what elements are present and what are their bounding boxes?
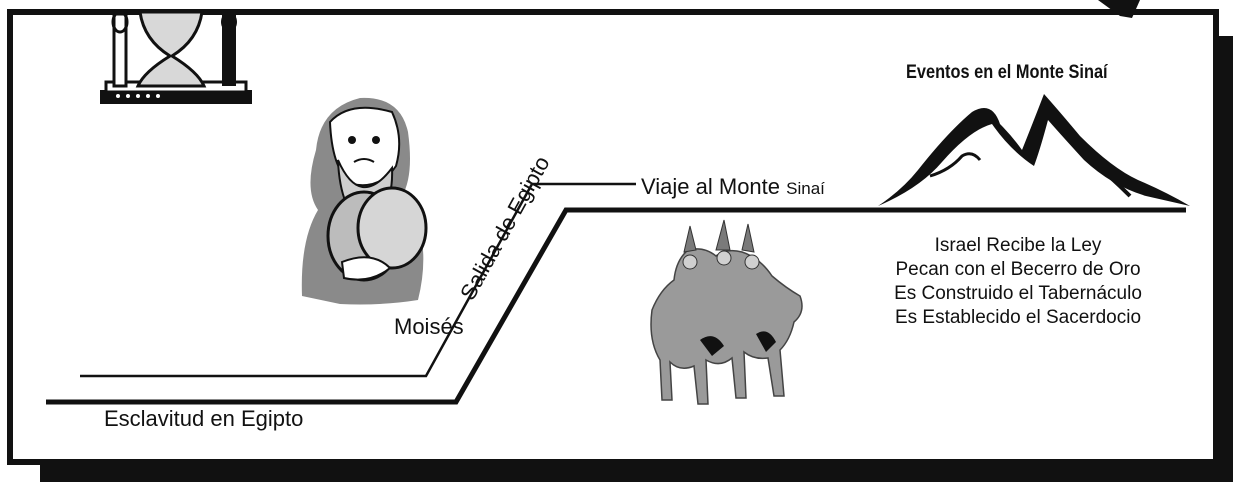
sinai-event-item: Israel Recibe la Ley [934,235,1102,256]
slavery-label: Esclavitud en Egipto [104,406,304,431]
sinai-events-title: Eventos en el Monte Sinaí [906,62,1108,83]
sinai-events-list: Israel Recibe la Ley Pecan con el Becerr… [838,234,1198,330]
moses-label: Moisés [394,314,464,339]
journey-label: Viaje al Monte Sinaí [641,174,825,200]
journey-label-main: Viaje al Monte [641,174,781,199]
hourglass-icon [100,10,252,104]
sinai-event-item: Es Establecido el Sacerdocio [894,307,1142,328]
main-timeline-line [46,207,1186,405]
sinai-event-item: Es Construido el Tabernáculo [894,283,1142,304]
sinai-event-item: Pecan con el Becerro de Oro [895,259,1141,280]
journey-label-sinai: Sinaí [786,179,825,198]
corner-arrow [1098,0,1140,18]
mountain-icon [878,94,1190,206]
frame-border [7,9,1219,465]
frame-shadow [40,36,1233,482]
camel-caravan-figure [650,219,803,405]
moses-with-tablets-figure [301,97,428,305]
moses-timeline-line [80,182,636,378]
